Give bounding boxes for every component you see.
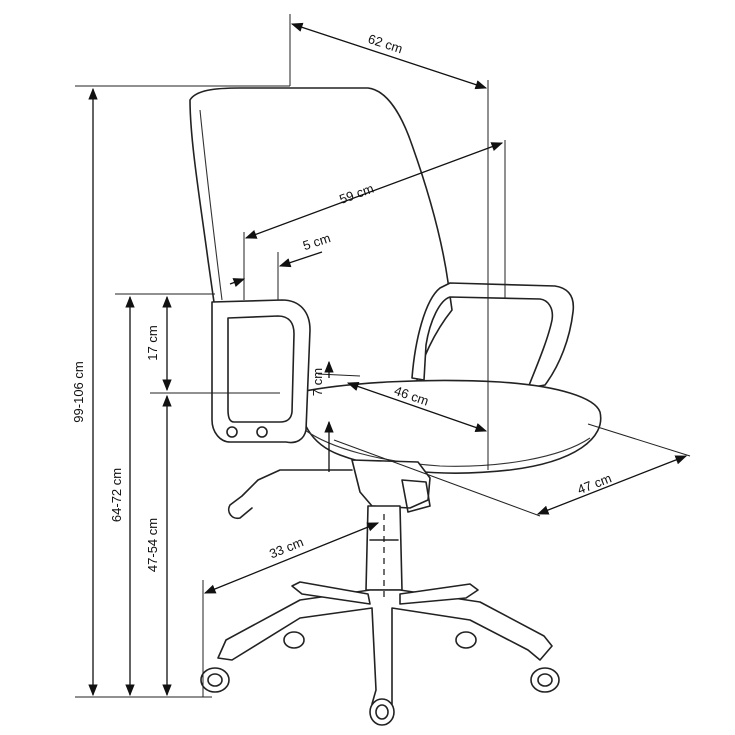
mechanism <box>351 459 431 509</box>
label-base-radius: 33 cm <box>267 534 305 561</box>
caster-wheels <box>200 631 560 726</box>
label-seat-depth: 47 cm <box>575 470 613 497</box>
label-top-width: 62 cm <box>366 31 404 56</box>
lever <box>227 469 353 520</box>
label-seat-thickness: 7 cm <box>310 368 325 396</box>
dimension-lines <box>75 14 691 698</box>
chair-drawing <box>189 87 602 726</box>
label-seat-height: 47-54 cm <box>145 518 160 572</box>
label-armrest-height: 64-72 cm <box>109 468 124 522</box>
right-armrest <box>411 282 575 389</box>
seat <box>299 379 602 474</box>
label-armrest-above-seat: 17 cm <box>145 325 160 360</box>
star-base <box>217 589 553 705</box>
label-total-height: 99-106 cm <box>71 361 86 422</box>
